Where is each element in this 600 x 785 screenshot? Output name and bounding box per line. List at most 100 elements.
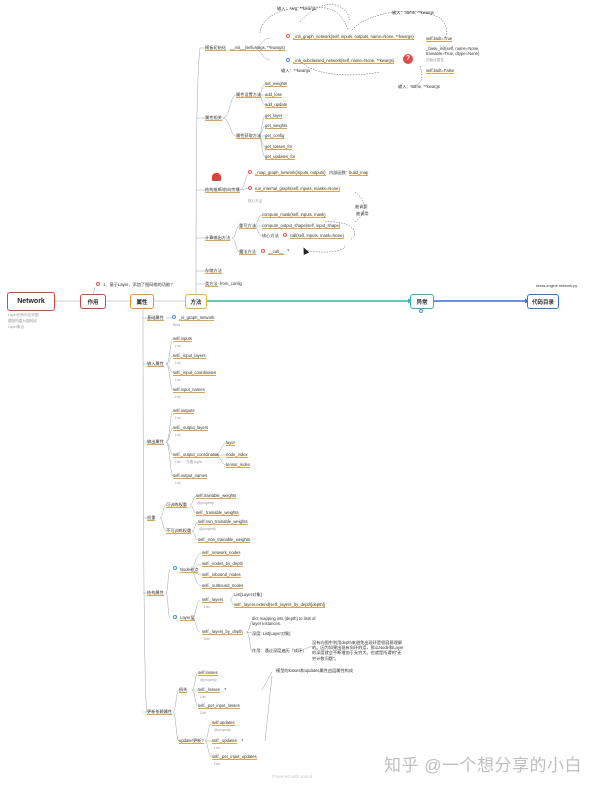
from-config: from_config	[220, 281, 242, 286]
graph-network-method: _init_graph_network(self, inputs, output…	[293, 34, 414, 41]
update-2-type: List	[214, 746, 220, 750]
xmind-credit: Powered with xmind	[272, 774, 313, 779]
trainable-1: self.trainable_weights	[196, 493, 237, 500]
set-item-2: add_loss	[265, 92, 282, 99]
set-item-1: set_weights	[265, 81, 288, 88]
is-graph-network: _is_graph_network	[179, 315, 215, 322]
root-note-1: Layer的有向无环图	[8, 313, 39, 317]
node-group: Node节点	[180, 567, 199, 574]
input-3-type: List	[175, 378, 181, 382]
arg-bottom-a: 输入：**kwargs	[281, 68, 311, 73]
get-item-3: get_config	[265, 133, 285, 140]
set-item-3: add_update	[265, 102, 288, 109]
call-mark-1: 被调用	[355, 204, 368, 209]
attr-basic: 基础属性	[147, 315, 164, 322]
input-4: self.input_names	[173, 387, 205, 394]
nontrain-1: self.non_trainable_weights	[198, 519, 248, 526]
build-map: build_map	[349, 170, 369, 177]
layer-info-icon	[173, 615, 177, 619]
node-3: self._inbound_nodes	[202, 572, 241, 579]
self-built-true: self.built=True	[426, 36, 453, 43]
loss-2-type: List	[200, 695, 206, 699]
update-1-type: @property	[214, 728, 231, 732]
exception-info-icon	[419, 309, 423, 313]
update-3-type: Dict	[214, 762, 221, 766]
call-icon	[283, 233, 287, 237]
nontrain-2: self._non_trainable_weights	[198, 537, 250, 544]
layers-list: List[Layer对象]	[234, 592, 262, 597]
attr-group: 属性相关	[205, 115, 222, 122]
update-2: self._updates	[212, 738, 237, 745]
input-1: self.inputs	[173, 336, 192, 343]
loss-3-type: Dict	[200, 711, 207, 715]
magic-group: 魔法方法	[239, 249, 256, 256]
input-4-type: List	[175, 395, 181, 399]
update-mark: ?	[241, 738, 244, 743]
node-1: self._network_nodes	[202, 550, 241, 557]
arg-top-label: 输入：*arg, **kwargs	[277, 6, 317, 11]
coord-node-index: node_index	[226, 452, 248, 459]
trainable-2: self._trainable_weights	[196, 510, 239, 517]
save-group: 存储方法	[205, 268, 222, 275]
core-method-label: 核心方法	[262, 233, 279, 238]
updates-group: update/更新?	[179, 738, 204, 745]
branch-mulu[interactable]: 代码目录	[527, 294, 559, 309]
layers-by-depth: self._layers_by_depth	[202, 629, 243, 636]
init-signature: __init__(self, *args, **kwargs)	[230, 45, 285, 52]
output-1: self.outputs	[173, 408, 195, 415]
base-init-note: 初始化属性	[426, 58, 444, 62]
layers-type: List	[204, 605, 210, 609]
nontrain-1-type: @property	[199, 527, 216, 531]
branch-yichang[interactable]: 异常	[410, 294, 434, 309]
arg-bottom-b: 输入：name, **kwargs	[398, 84, 440, 89]
top-note: 1、基于Layer，添加了图网络的功能?	[103, 282, 173, 287]
root-node[interactable]: Network	[7, 292, 55, 311]
get-group: 属性获取方法	[236, 133, 262, 140]
dunder-call-mark: ?	[287, 248, 290, 253]
call-mark-2: 被调用	[356, 211, 369, 216]
node-info-icon	[173, 566, 177, 570]
branch-shuxing[interactable]: 属性	[130, 294, 154, 309]
rewrite-group: 重写方法	[239, 223, 256, 230]
alarm-icon	[212, 173, 221, 181]
model-note: 模型的losses和updates属性由层属性构成	[276, 668, 354, 673]
input-2-type: List	[175, 361, 181, 365]
class-group: 类方法	[205, 281, 218, 288]
core-method-note: 核心方法	[248, 199, 263, 203]
is-graph-type: Bool	[173, 323, 181, 327]
depth-desc: dict mapping ints (depth) to lists of la…	[252, 616, 316, 626]
branch-fangfa[interactable]: 方法	[185, 294, 207, 309]
layer-group: Layer层	[180, 615, 195, 622]
depth-value: 深度: List[Layer对象]	[252, 631, 291, 636]
get-item-2: get_weights	[265, 123, 288, 130]
question-mark-icon: ?	[403, 54, 413, 64]
get-item-5: get_updates_for	[265, 154, 296, 161]
get-item-1: get_layer	[265, 113, 283, 120]
init-group: 模板初始化	[205, 45, 226, 52]
input-group: 输入属性	[147, 361, 164, 368]
call-method: call(self, inputs, mask=None)	[290, 233, 344, 240]
get-item-4: get_losses_for	[265, 144, 293, 151]
branch-zuoyong[interactable]: 作用	[80, 294, 106, 309]
layers: self._layers	[202, 597, 224, 604]
input-2: self._input_layers	[173, 353, 206, 360]
loss-1: self.losses	[198, 670, 218, 677]
layers-extend: self._layers.extend(self._layers_by_dept…	[234, 602, 326, 609]
map-graph-method: _map_graph_network(inputs, outputs)	[255, 170, 326, 177]
struct-group: 结构属性	[147, 590, 164, 597]
output-group: 输出属性	[147, 439, 164, 446]
output-2-type: List	[175, 433, 181, 437]
self-built-false: self.built=False	[426, 68, 455, 75]
update-3: self._per_input_updates	[212, 754, 257, 761]
output-3: self._output_coordinates	[173, 452, 219, 459]
arg-name-label: 输入：name, **kwargs	[392, 10, 434, 15]
compute-shape: compute_output_shape(self, input_shape)	[262, 223, 341, 230]
update-1: self.updates	[212, 720, 235, 727]
input-1-type: List	[175, 344, 181, 348]
calc-group: 计算输出方法	[205, 235, 231, 242]
run-internal-icon	[248, 186, 252, 190]
inner-func-label: 内部函数：	[329, 170, 350, 175]
compute-mask: compute_mask(self, inputs, mask)	[262, 212, 326, 219]
top-note-icon	[96, 282, 100, 286]
